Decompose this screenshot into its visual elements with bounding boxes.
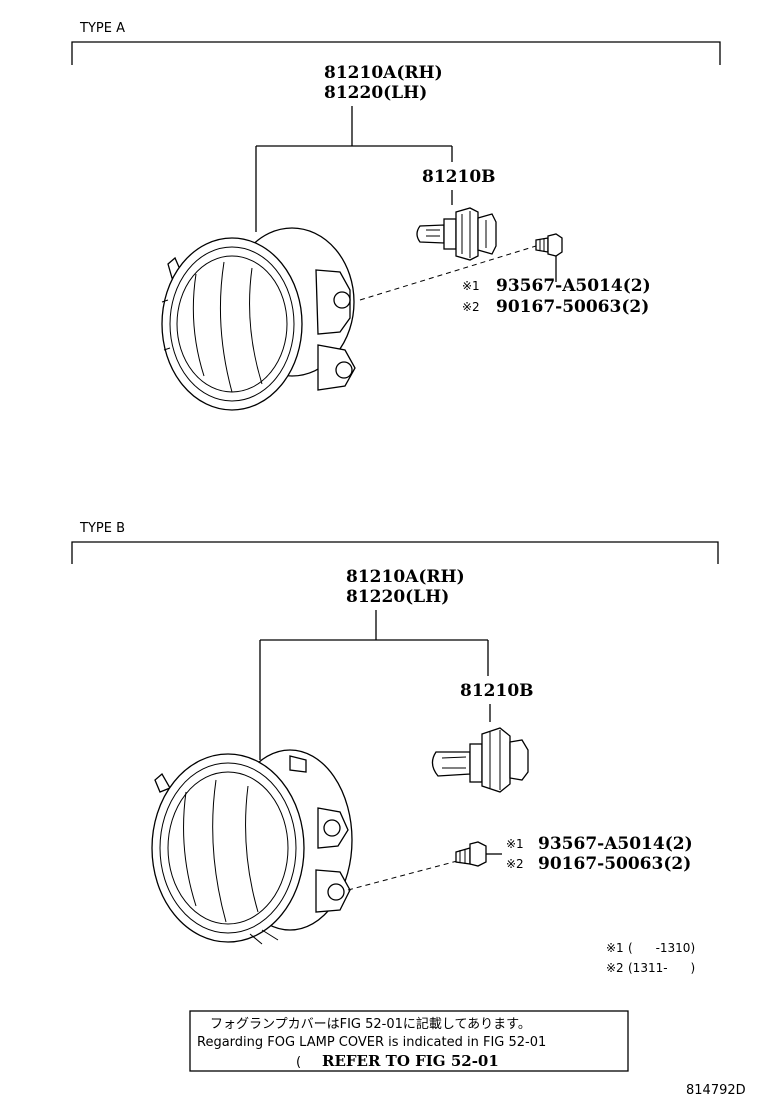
type-a-bulb-label: 81210B [422,167,496,187]
type-a-leader [255,106,453,232]
footnote-1-mark: ※1 [606,941,624,955]
footnote-1-range: ( -1310) [628,941,695,955]
type-b-screw2-part: 90167-50063(2) [538,854,691,874]
type-b-assembly-lh: 81220(LH) [346,587,449,607]
type-a-screw1-part: 93567-A5014(2) [496,276,651,296]
type-a-fog-lamp-icon [161,227,356,411]
notice-box: フォグランプカバーはFIG 52-01に記載してあります。 Regarding … [189,1010,629,1072]
footnote-2-range: (1311- ) [628,961,695,975]
type-a-bulb-icon [416,190,497,261]
type-a-bracket [71,41,721,65]
type-a-assembly-rh: 81210A(RH) [324,63,443,83]
type-b-screw-icon [347,841,502,891]
type-b-assembly-rh: 81210A(RH) [346,567,465,587]
type-b-section: TYPE B 81210A(RH) 81220(LH) 81210B [71,521,719,945]
notice-refer: REFER TO FIG 52-01 [322,1052,499,1070]
notice-paren: ( [296,1055,301,1070]
type-b-bulb-icon [431,704,529,793]
type-b-screw1-part: 93567-A5014(2) [538,834,693,854]
type-b-fog-lamp-icon [151,749,353,945]
type-b-bulb-label: 81210B [460,681,534,701]
type-a-screw2-part: 90167-50063(2) [496,297,649,317]
type-b-screw2-mark: ※2 [506,857,524,871]
type-a-title: TYPE A [79,21,125,36]
type-b-bracket [71,541,719,564]
footnote-2-mark: ※2 [606,961,624,975]
footnotes: ※1 ( -1310) ※2 (1311- ) [606,941,695,975]
type-a-screw-icon [359,233,563,301]
type-b-screw1-mark: ※1 [506,837,524,851]
type-a-screw2-mark: ※2 [462,300,480,314]
type-b-title: TYPE B [79,521,125,536]
notice-line-en: Regarding FOG LAMP COVER is indicated in… [197,1035,546,1050]
type-a-screw1-mark: ※1 [462,279,480,293]
figure-id: 814792D [686,1083,746,1098]
type-b-leader [259,610,489,760]
type-a-assembly-lh: 81220(LH) [324,83,427,103]
notice-line-jp: フォグランプカバーはFIG 52-01に記載してあります。 [210,1016,531,1032]
type-a-section: TYPE A 81210A(RH) 81220(LH) 81210B [71,21,721,411]
